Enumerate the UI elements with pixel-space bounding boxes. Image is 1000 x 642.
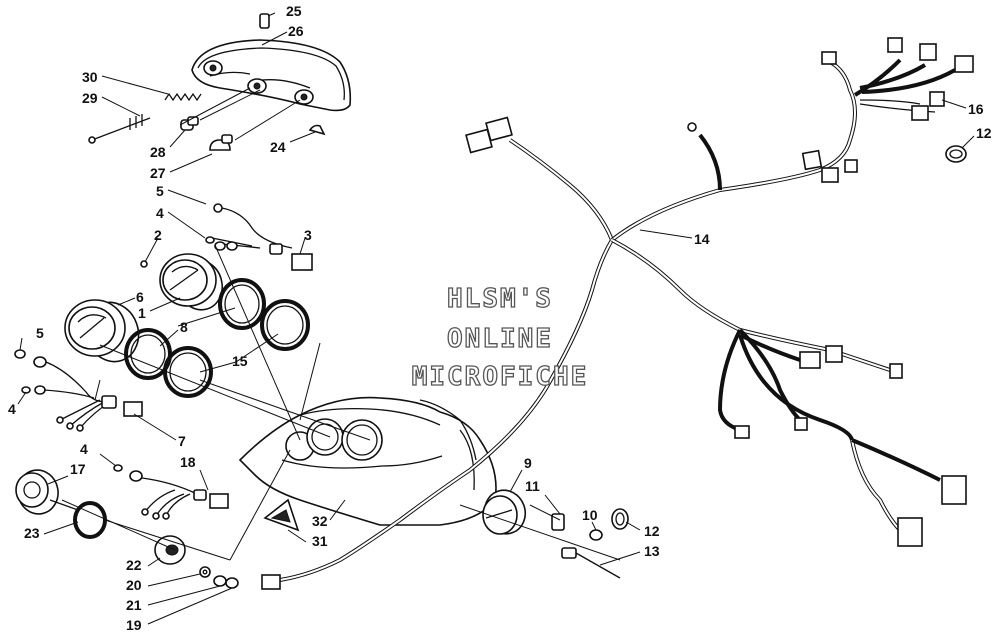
callout-18: 18	[180, 454, 196, 470]
callout-16: 16	[968, 101, 984, 117]
gauge-17	[15, 469, 79, 515]
harness-connectors	[261, 37, 974, 590]
headlight-housing	[191, 39, 352, 112]
bulb-clip-25	[259, 13, 270, 29]
clamp-12-top	[945, 145, 967, 163]
cable-13	[561, 547, 621, 579]
callout-1: 1	[138, 305, 146, 321]
tachometer-6	[64, 299, 140, 363]
callout-26: 26	[288, 23, 304, 39]
callout-9: 9	[524, 455, 532, 471]
callout-29: 29	[82, 90, 98, 106]
callout-11: 11	[525, 478, 540, 494]
callout-4b: 4	[8, 401, 16, 417]
callout-23: 23	[24, 525, 40, 541]
bulb-24	[308, 124, 326, 136]
callout-10: 10	[582, 507, 598, 523]
callout-6: 6	[136, 289, 144, 305]
washer-20	[199, 566, 211, 578]
speedometer-1	[159, 253, 224, 311]
callout-2: 2	[154, 227, 162, 243]
spring-30	[164, 92, 202, 102]
callout-15: 15	[232, 353, 248, 369]
callout-12-bottom: 12	[644, 523, 660, 539]
gauge-harness-3	[140, 203, 313, 271]
callout-4a: 4	[156, 205, 164, 221]
callout-27: 27	[150, 165, 166, 181]
callout-14: 14	[694, 231, 710, 247]
callout-7: 7	[178, 433, 186, 449]
watermark: HLSM'S ONLINE MICROFICHE	[411, 283, 589, 392]
clamp-12-bottom	[611, 508, 629, 530]
bezel-ring-15-upper	[260, 299, 310, 351]
watermark-line-2: ONLINE	[447, 324, 553, 354]
nut-10	[589, 529, 603, 541]
callout-31: 31	[312, 533, 328, 549]
callout-17: 17	[70, 461, 86, 477]
dash-panel-32	[238, 396, 497, 526]
bezel-ring-15-lower	[163, 346, 213, 398]
harness-18	[113, 464, 229, 520]
callout-8: 8	[180, 319, 188, 335]
callout-30: 30	[82, 69, 98, 85]
callout-3: 3	[304, 227, 312, 243]
callout-25: 25	[286, 3, 302, 19]
callout-28: 28	[150, 144, 166, 160]
callout-13: 13	[644, 543, 660, 559]
bezel-ring-8-upper	[218, 278, 266, 330]
watermark-line-3: MICROFICHE	[412, 362, 589, 392]
mount-22	[154, 535, 186, 565]
callout-5a: 5	[156, 183, 164, 199]
callout-32: 32	[312, 513, 328, 529]
adjust-screw-29	[88, 114, 151, 144]
gauge-harness-7	[14, 349, 143, 432]
bulb-27	[209, 134, 233, 151]
callout-labels: 25 26 30 29 28 27 24 5 4 2 3 6 1 8 15 5 …	[8, 3, 992, 633]
decal-31	[263, 498, 300, 532]
callout-12-top: 12	[976, 125, 992, 141]
callout-4c: 4	[80, 441, 88, 457]
callout-20: 20	[126, 577, 142, 593]
watermark-line-1: HLSM'S	[447, 284, 553, 314]
gauge-9	[482, 489, 527, 535]
wiring-harness-14	[279, 58, 956, 582]
nut-21	[213, 575, 239, 589]
callout-21: 21	[126, 597, 142, 613]
callout-5b: 5	[36, 325, 44, 341]
callout-22: 22	[126, 557, 142, 573]
callout-24: 24	[270, 139, 286, 155]
callout-19: 19	[126, 617, 142, 633]
